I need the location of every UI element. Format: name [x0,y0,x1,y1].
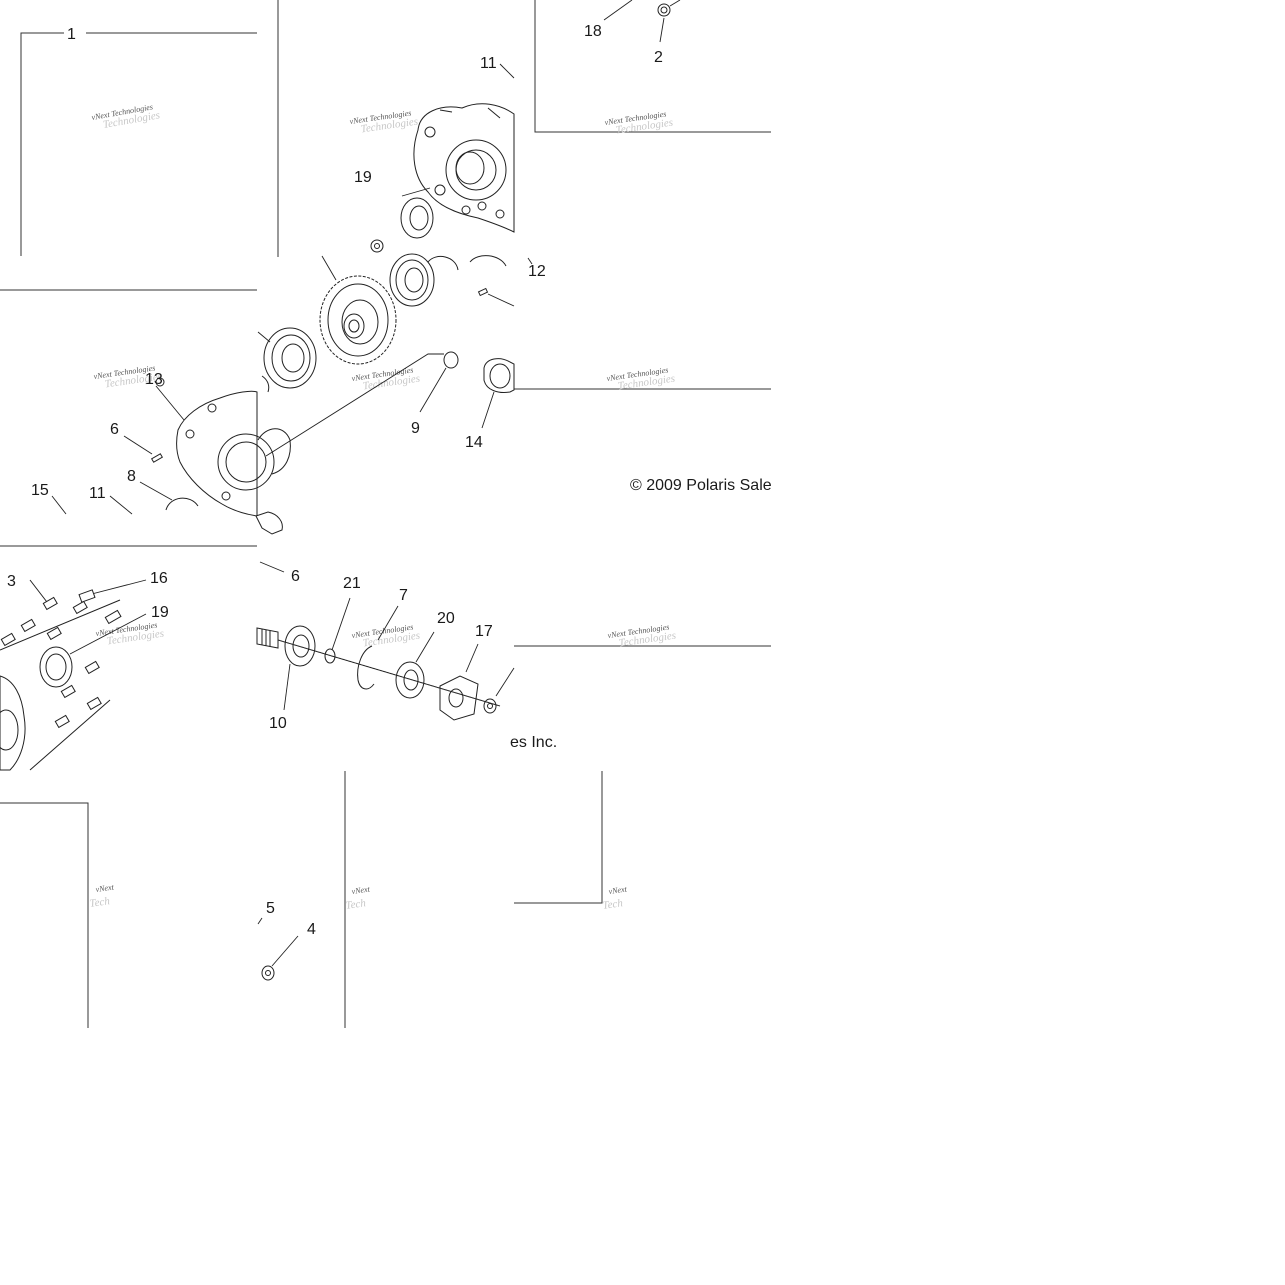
part-2-nut [657,0,681,17]
callout-21: 21 [343,575,361,592]
callout-14: 14 [465,434,483,451]
callout-20: 20 [437,610,455,627]
watermark: Tech vNext [602,884,628,912]
callout-1: 1 [67,26,76,43]
cover-housing-with-bolts [0,579,147,771]
part-4-nut [257,917,299,981]
svg-text:vNext: vNext [608,884,628,896]
callout-16: 16 [150,570,168,587]
callout-11-upper: 11 [480,55,497,72]
bolt [29,579,58,611]
callout-7: 7 [399,587,408,604]
callout-11-lower: 11 [89,485,106,502]
callout-19-upper: 19 [354,169,372,186]
watermarks: Technologies vNext Technologies Technolo… [89,102,677,912]
callout-10: 10 [269,715,287,732]
watermark: Tech vNext [345,884,371,912]
watermark: Technologies vNext Technologies [604,109,674,136]
bushing-9 [265,351,459,457]
oil-seal-19-upper [400,197,434,239]
lower-gear-case-housing [176,375,291,535]
svg-text:Tech: Tech [602,897,624,912]
svg-text:vNext: vNext [351,884,371,896]
watermark: Technologies vNext Technologies [351,365,421,392]
callout-13: 13 [145,371,163,388]
callout-19-lower: 19 [151,604,169,621]
output-shaft-assembly [256,597,515,721]
small-nut [370,239,384,253]
callout-8: 8 [127,468,136,485]
watermark: Technologies vNext Technologies [95,620,165,647]
svg-text:Tech: Tech [89,895,111,910]
callout-6-upper: 6 [110,421,119,438]
watermark: Tech vNext [89,882,115,910]
callout-17: 17 [475,623,493,640]
callout-15: 15 [31,482,49,499]
callout-9: 9 [411,420,420,437]
o-ring-12 [427,255,533,271]
copyright-text-continued: es Inc. [510,734,557,751]
dowel-pin [477,287,515,307]
callout-18: 18 [584,23,602,40]
callout-4: 4 [307,921,316,938]
callout-5: 5 [266,900,275,917]
o-ring-8 [139,481,199,511]
leaders-left [51,0,665,573]
watermark: Technologies vNext Technologies [349,108,419,135]
callout-2: 2 [654,49,663,66]
svg-text:vNext: vNext [95,882,115,894]
watermark: Technologies vNext Technologies [91,102,161,131]
pinion-14 [481,358,515,429]
callout-6-lower: 6 [291,568,300,585]
callout-12: 12 [528,263,546,280]
callout-3: 3 [7,573,16,590]
upper-gear-case-housing [413,103,515,233]
ring-gear [319,255,397,365]
copyright-text: © 2009 Polaris Sale [630,477,772,494]
upper-bearing [389,253,435,307]
lower-bearing [257,327,317,389]
pin-6-upper [123,435,164,463]
bolt [0,600,122,729]
callouts: 1 2 3 4 5 6 6 7 8 9 10 11 11 12 13 14 15… [7,23,663,938]
svg-text:Tech: Tech [345,897,367,912]
tile-frames [0,0,771,1028]
